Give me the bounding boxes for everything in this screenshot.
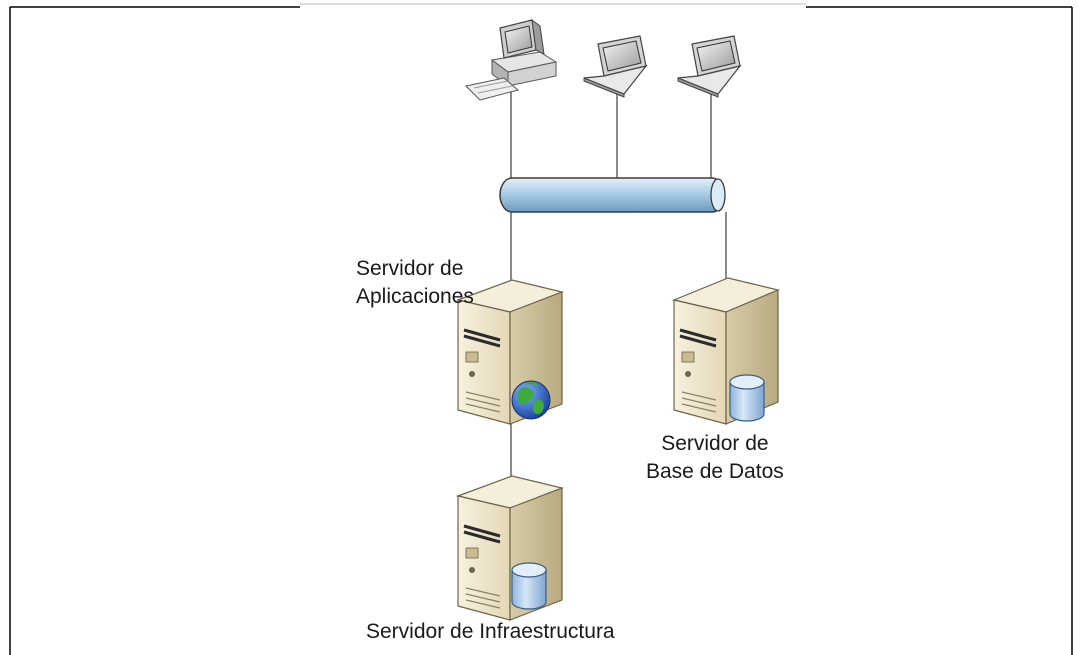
globe-icon (511, 380, 551, 420)
infrastructure-server-label: Servidor de Infraestructura (366, 620, 615, 643)
database-icon (511, 562, 547, 610)
database-server-label: Servidor de Base de Datos (646, 430, 784, 486)
page-border (9, 3, 1073, 655)
database-server-label-line2: Base de Datos (646, 460, 784, 483)
laptop-icon (677, 35, 742, 98)
desktop-computer-icon (464, 18, 558, 101)
database-icon (729, 374, 765, 422)
application-server-label: Servidor de Aplicaciones (356, 255, 474, 311)
network-bus (499, 177, 726, 213)
application-server-label-line2: Aplicaciones (356, 285, 474, 308)
database-server-label-line1: Servidor de (661, 432, 769, 455)
application-server-label-line1: Servidor de (356, 257, 464, 280)
laptop-icon (583, 35, 648, 98)
